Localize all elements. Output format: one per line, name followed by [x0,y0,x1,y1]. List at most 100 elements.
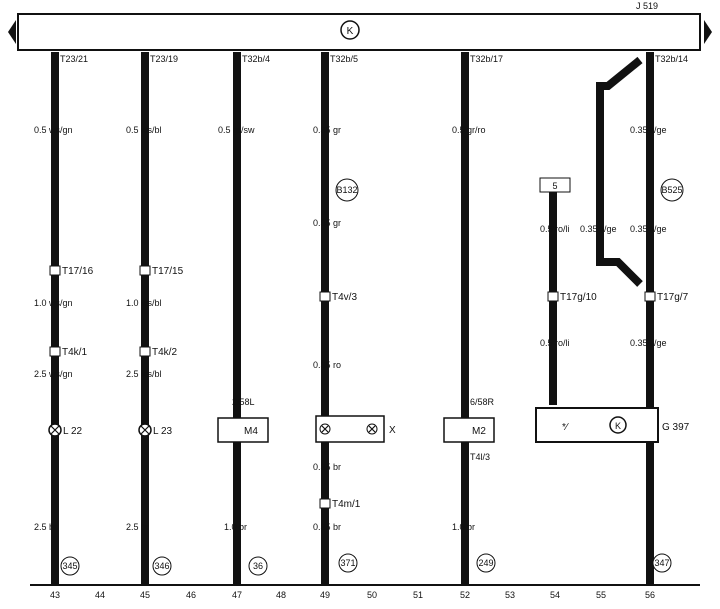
component-label: L 23 [153,426,173,437]
wire-spec: 0.35 li/ge [630,338,667,348]
wire-spec: 0.5 ws/bl [126,125,162,135]
connector-box [49,265,61,276]
pin-label: T32b/4 [242,54,270,64]
wire-spec: 0.5 gr/sw [218,125,255,135]
connector-box [49,346,61,357]
module-symbol-circle [340,20,360,40]
pin-label: T23/19 [150,54,178,64]
earth-point-label: 36 [253,561,263,571]
wire-spec: 0.35 gr [313,218,341,228]
wire-spec: 2.5 br [126,522,149,532]
splice-point [660,178,684,202]
earth-point [60,556,80,576]
motor-box [443,417,495,443]
wire-56-loop [596,56,643,287]
wire-spec: 1.0 ws/gn [34,298,73,308]
wire-spec: 0.35 li/ge [580,224,617,234]
earth-point [476,553,496,573]
wire-spec: 0.35 br [313,462,341,472]
connector-box [644,291,656,302]
connector-box [319,498,331,509]
earth-point-label: 371 [340,558,355,568]
track-number: 43 [50,590,60,600]
wire-spec: 0.5 ro/li [540,224,570,234]
earth-point [338,553,358,573]
earth-point [152,556,172,576]
connector-label: T17/16 [62,266,94,277]
wire-spec: 0.5 ws/gn [34,125,73,135]
earth-point-label: 347 [654,558,669,568]
track-number: 55 [596,590,606,600]
track-number: 49 [320,590,330,600]
track-number: 46 [186,590,196,600]
connector-label: T4m/1 [332,499,361,510]
track-number: 48 [276,590,286,600]
track-number: 51 [413,590,423,600]
lamp-cross [368,425,376,433]
component-label: M4 [244,426,258,437]
splice-label: B525 [661,185,682,195]
lamp-cross [321,425,329,433]
module-symbol: K [347,26,354,37]
fuse-label: 5 [552,181,557,191]
earth-point-label: 249 [478,558,493,568]
component-pin: 2/58L [232,397,255,407]
component-pin: 6/58R [470,397,495,407]
sensor-box [535,407,659,443]
wire-spec: 0.35 gr [313,125,341,135]
pin-label: T32b/17 [470,54,503,64]
track-number: 44 [95,590,105,600]
wire-spec: 2.5 br [34,522,57,532]
component-label: M2 [472,426,486,437]
wire-spec: 2.5 ws/bl [126,369,162,379]
connector-box [139,346,151,357]
connector-box [139,265,151,276]
sensor-k-circle [609,416,627,434]
component-label: L 22 [63,426,83,437]
pin-label: T32b/14 [655,54,688,64]
component-label: X [389,425,396,436]
track-number: 50 [367,590,377,600]
earth-point-label: 346 [154,561,169,571]
splice-label: B132 [336,185,357,195]
fuse-box [539,177,571,193]
wire-spec: 2.5 ws/gn [34,369,73,379]
connector-label: T17g/7 [657,292,689,303]
track-number: 53 [505,590,515,600]
sensor-k: K [615,421,621,431]
motor-box [217,417,269,443]
wire-spec: 1.0 br [452,522,475,532]
earth-point [248,556,268,576]
sensor-symbol: *∕ [562,422,569,433]
wire-spec: 0.5 gr/ro [452,125,486,135]
lamp-cross [50,425,60,435]
earth-point [652,553,672,573]
pin-label: T23/21 [60,54,88,64]
component-label: G 397 [662,422,690,433]
track-number: 56 [645,590,655,600]
connector-label: T4k/2 [152,347,177,358]
wire-spec: 0.35 br [313,522,341,532]
wire-spec: 0.5 ro/li [540,338,570,348]
connector-box [547,291,559,302]
track-number: 54 [550,590,560,600]
connector-label: T4l/3 [470,452,490,462]
connector-label: T4v/3 [332,292,357,303]
connector-label: T4k/1 [62,347,87,358]
earth-point-label: 345 [62,561,77,571]
connector-label: T17/15 [152,266,184,277]
track-number: 47 [232,590,242,600]
wire-spec: 0.35 ro [313,360,341,370]
pin-label: T32b/5 [330,54,358,64]
wire-spec: 1.0 ws/bl [126,298,162,308]
wire-spec: 1.0 br [224,522,247,532]
connector-label: T17g/10 [560,292,597,303]
lamp-cross [140,425,150,435]
splice-point [335,178,359,202]
wire-spec: 0.35 li/ge [630,125,667,135]
bus-bar-left-arrow [8,20,16,44]
track-number: 45 [140,590,150,600]
connector-box [319,291,331,302]
wire-spec: 0.35 li/ge [630,224,667,234]
